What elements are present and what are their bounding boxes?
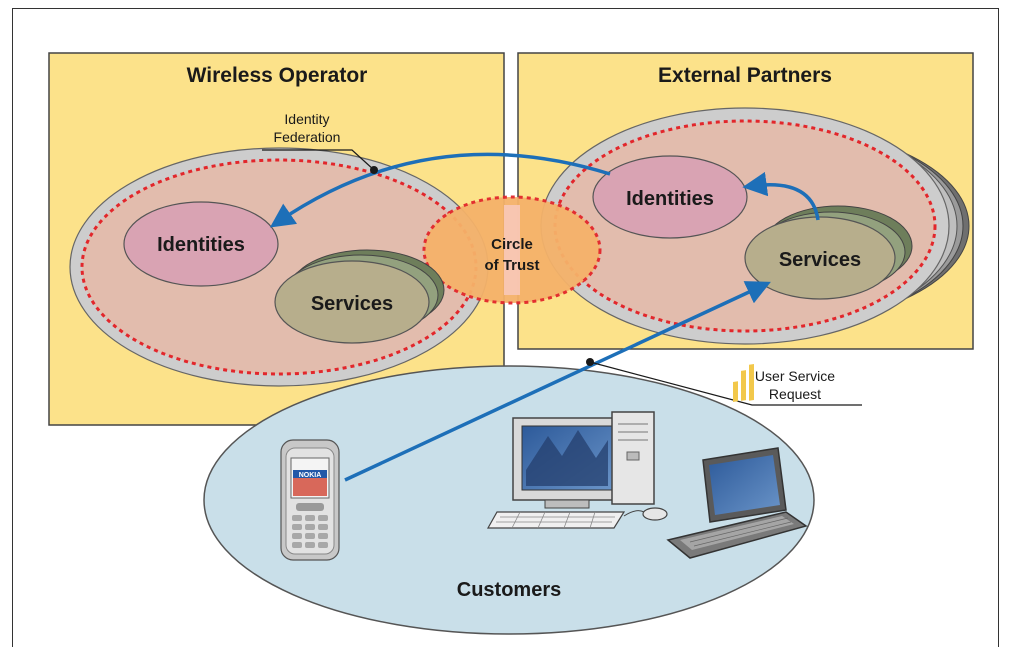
identity-federation-leader	[262, 149, 375, 171]
partner-services-label: Services	[779, 249, 861, 271]
operator-services	[274, 260, 430, 344]
user-service-request-arrow	[344, 281, 771, 482]
identity-federation-label-2: Federation	[274, 129, 341, 145]
operator-identities-label: Identities	[157, 234, 245, 256]
desktop-computer-icon	[486, 411, 668, 529]
identity-federation-arrow	[269, 152, 611, 228]
identity-federation-label-1: Identity	[284, 111, 329, 127]
partner-identities-label: Identities	[626, 188, 714, 210]
circle-of-trust-highlight	[504, 205, 520, 295]
laptop-icon	[666, 364, 808, 559]
services-to-identities-arrow	[742, 171, 820, 221]
mobile-phone-icon: NOKIA	[280, 439, 340, 561]
customers-zone	[203, 365, 815, 635]
circle-of-trust-label-2: of Trust	[485, 257, 540, 274]
partner-services	[744, 216, 896, 300]
diagram-frame	[12, 8, 999, 647]
user-service-request-label-2: Request	[769, 386, 821, 402]
phone-brand-label: NOKIA	[299, 472, 322, 479]
customers-label: Customers	[457, 579, 561, 601]
external-partners-title: External Partners	[658, 64, 832, 87]
circle-of-trust-label-1: Circle	[491, 236, 533, 253]
operator-services-label: Services	[311, 293, 393, 315]
wireless-operator-title: Wireless Operator	[187, 64, 368, 87]
user-service-request-label-1: User Service	[755, 368, 835, 384]
operator-identities	[123, 201, 279, 287]
partner-identities	[592, 155, 748, 239]
user-service-request-leader	[589, 361, 862, 406]
